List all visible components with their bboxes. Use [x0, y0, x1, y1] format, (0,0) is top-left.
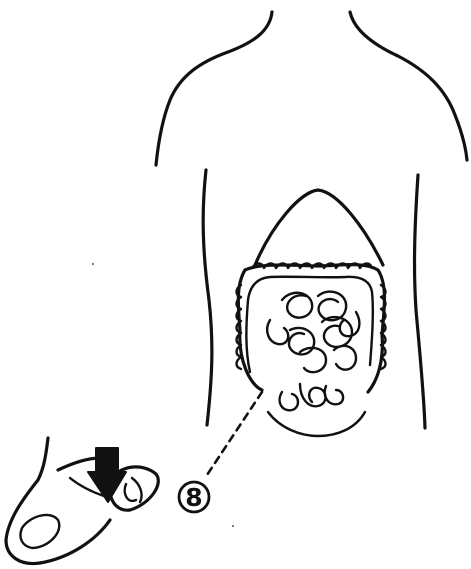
downward-arrow [88, 448, 126, 502]
foot-top [58, 458, 100, 470]
speck-2 [232, 525, 234, 527]
small-intestine-loops [267, 292, 359, 373]
rib-cage-arc [255, 190, 383, 265]
torso-right-side [415, 175, 425, 428]
rectum-loops [280, 384, 343, 410]
toenail [20, 515, 59, 548]
marker-badge: 8 [179, 482, 209, 512]
torso-left-side [203, 170, 212, 425]
leader-line [205, 392, 262, 478]
foot-outline [6, 438, 158, 564]
speck-1 [92, 263, 94, 265]
arrow-shape [88, 448, 126, 502]
torso-left-shoulder [156, 12, 272, 165]
intestines-drawing [237, 264, 386, 411]
ankle-inner-mark [125, 478, 142, 502]
torso-right-shoulder [350, 12, 467, 160]
colon-inner [246, 277, 372, 372]
lower-belly-curve [268, 412, 365, 436]
marker-number: 8 [185, 483, 202, 512]
